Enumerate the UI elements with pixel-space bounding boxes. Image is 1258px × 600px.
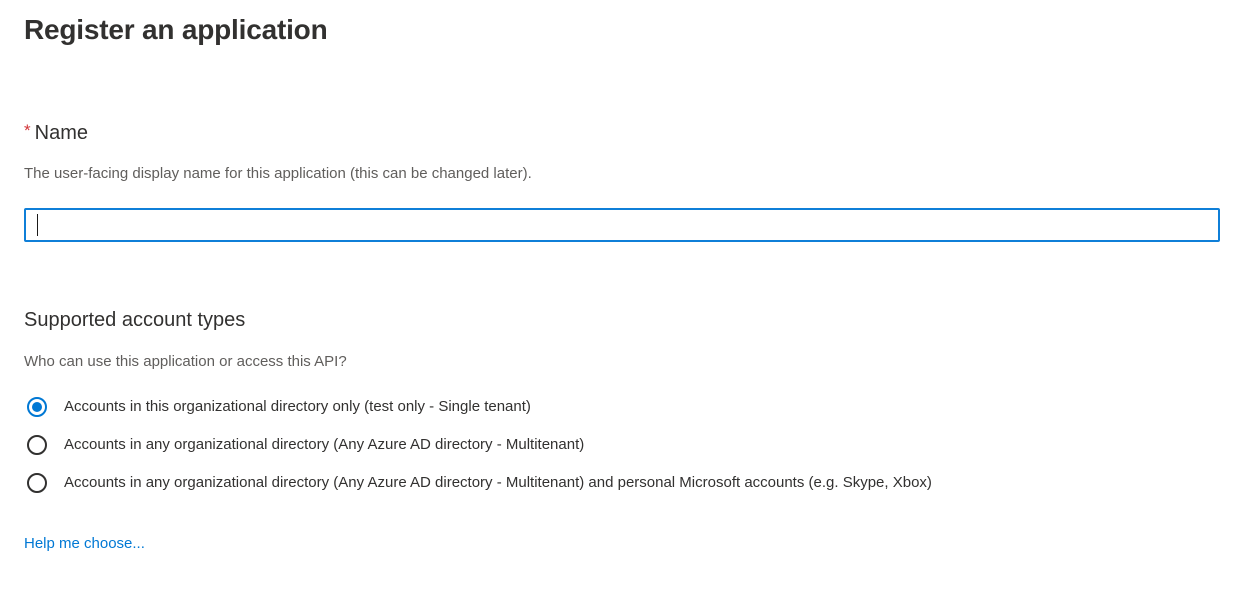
name-field-description: The user-facing display name for this ap… — [24, 165, 532, 182]
radio-option-label: Accounts in any organizational directory… — [64, 473, 932, 491]
page-title: Register an application — [24, 14, 328, 45]
radio-button-icon[interactable] — [27, 472, 47, 493]
radio-button-icon[interactable] — [27, 434, 47, 455]
help-me-choose-link[interactable]: Help me choose... — [24, 534, 145, 552]
radio-option-label: Accounts in any organizational directory… — [64, 435, 585, 453]
radio-button-icon[interactable] — [27, 396, 47, 417]
name-field-label-row: *Name — [24, 121, 1220, 145]
supported-account-types-heading: Supported account types — [24, 308, 246, 331]
radio-option-multitenant[interactable]: Accounts in any organizational directory… — [24, 434, 1220, 455]
account-type-radio-group: Accounts in this organizational director… — [24, 396, 1220, 493]
radio-option-multitenant-personal[interactable]: Accounts in any organizational directory… — [24, 472, 1220, 493]
name-field-section: *Name The user-facing display name for t… — [24, 121, 1220, 242]
supported-account-types-section: Supported account types Who can use this… — [24, 308, 1220, 553]
name-input-wrap — [24, 207, 1220, 242]
text-cursor — [37, 213, 38, 236]
name-field-label: Name — [34, 122, 88, 144]
required-asterisk: * — [24, 121, 31, 140]
name-input[interactable] — [24, 207, 1220, 242]
radio-option-label: Accounts in this organizational director… — [64, 397, 531, 415]
account-types-question: Who can use this application or access t… — [24, 352, 347, 370]
radio-option-single-tenant[interactable]: Accounts in this organizational director… — [24, 396, 1220, 417]
